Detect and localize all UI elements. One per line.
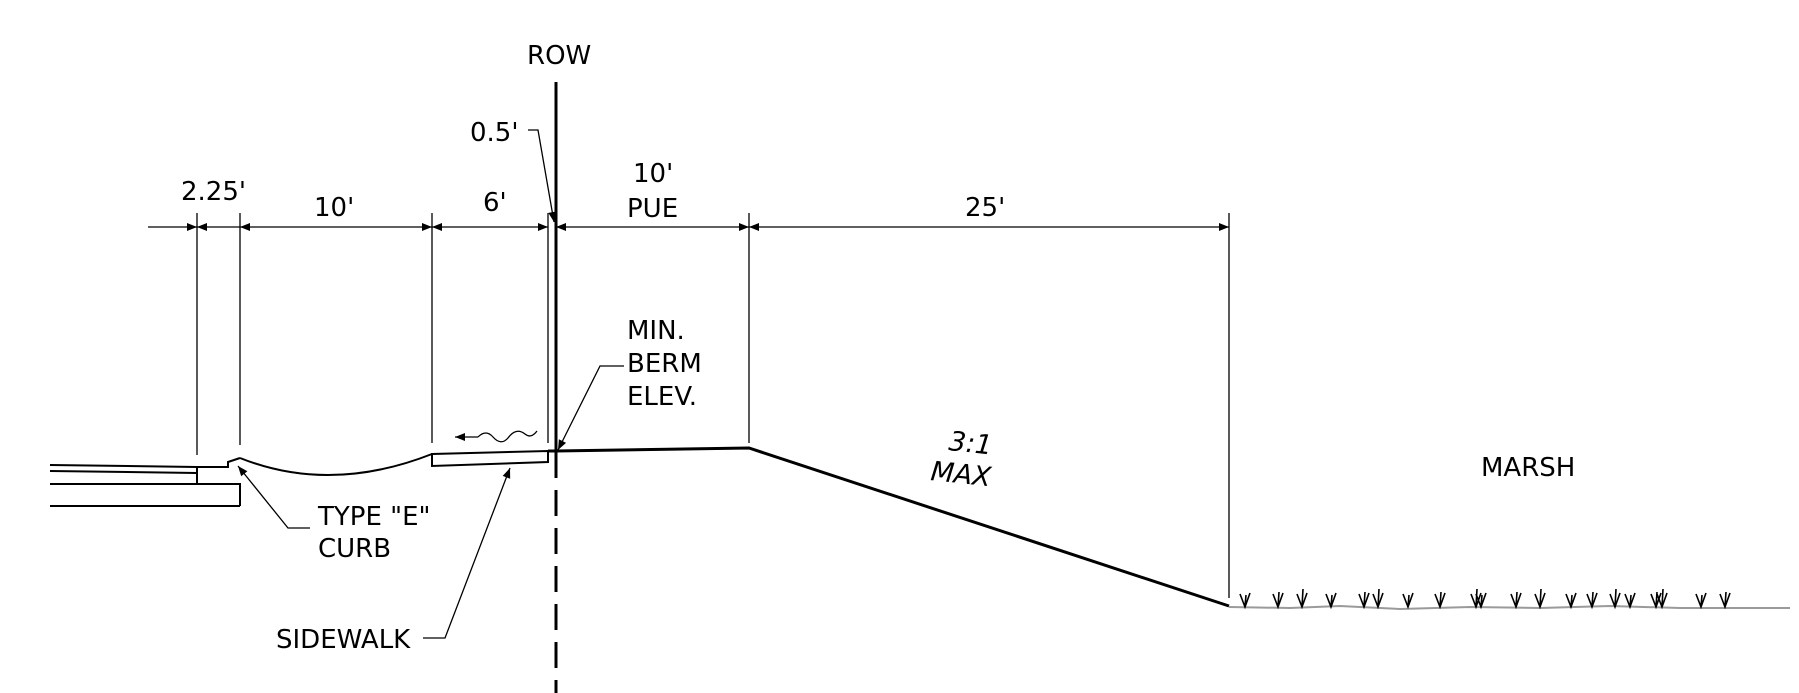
grass-tuft (1434, 591, 1446, 610)
extension-lines (196, 213, 1230, 598)
grass-tuft (1470, 588, 1482, 610)
berm-label-line1: MIN. (627, 316, 685, 346)
grass-tuft (1624, 592, 1636, 610)
grass-tuft (1358, 591, 1370, 610)
grass-tuft (1719, 591, 1731, 610)
grass-tuft (1402, 592, 1414, 610)
dim-2-25-label: 2.25' (181, 177, 246, 207)
grass-tuft (1565, 592, 1577, 610)
grass-tuft (1325, 592, 1337, 610)
marsh-ground (1228, 604, 1790, 611)
dim-10-pue-label: PUE (627, 194, 678, 224)
sidewalk-slab (431, 449, 549, 468)
grass-tuft (1510, 591, 1522, 610)
grass-tuft (1372, 588, 1384, 610)
grass-tuft (1534, 588, 1546, 610)
marsh-label: MARSH (1481, 453, 1575, 483)
grass-tuft (1296, 588, 1308, 610)
dim-25-label: 25' (965, 193, 1005, 223)
dim-0-5-label: 0.5' (470, 118, 519, 148)
ground-profile (548, 446, 1230, 608)
grass-tuft (1609, 588, 1621, 610)
dim-0-5-leader (528, 129, 557, 223)
row-label: ROW (527, 41, 591, 71)
drainage-arrow (455, 430, 538, 443)
dim-10-pue-value: 10' (633, 159, 673, 189)
grass-tuft (1695, 592, 1707, 610)
grass-tuft (1475, 592, 1487, 610)
slope-ratio-label: 3:1 (947, 426, 993, 461)
slope-max-label: MAX (929, 456, 993, 493)
grass-tuft (1272, 591, 1284, 610)
grass-tuft (1656, 588, 1668, 610)
marsh-grass-icon (1239, 588, 1731, 610)
berm-label-line2: BERM (627, 349, 702, 379)
berm-leader (557, 365, 624, 451)
curb-label-line2: CURB (318, 534, 391, 564)
grass-tuft (1239, 592, 1251, 610)
berm-label-line3: ELEV. (627, 382, 697, 412)
curb-label-line1: TYPE "E" (317, 502, 430, 532)
curb-leader (237, 465, 310, 529)
type-e-curb (50, 453, 433, 507)
sidewalk-leader (423, 467, 511, 639)
dim-10-label: 10' (314, 193, 354, 223)
pavement (49, 464, 198, 485)
dim-6-label: 6' (483, 188, 507, 218)
grass-tuft (1586, 591, 1598, 610)
sidewalk-label: SIDEWALK (276, 625, 411, 655)
